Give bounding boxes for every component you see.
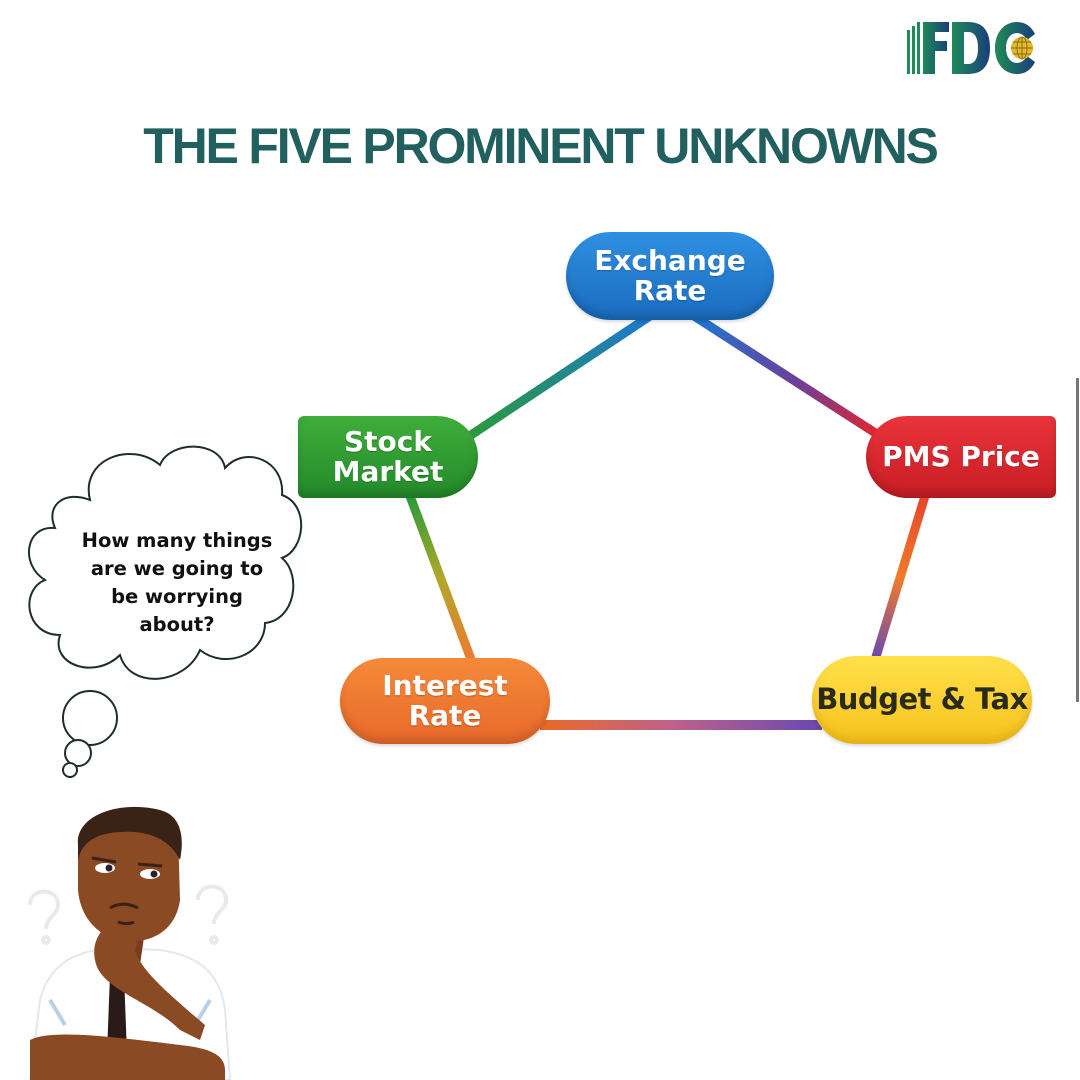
- fdc-logo: [907, 22, 1035, 74]
- node-interest-rate: Interest Rate: [340, 658, 550, 744]
- node-stock-market: Stock Market: [298, 416, 478, 498]
- node-budget-tax: Budget & Tax: [812, 656, 1032, 744]
- question-mark-icon: [196, 884, 229, 945]
- node-label: PMS Price: [882, 439, 1040, 473]
- node-exchange-rate: Exchange Rate: [566, 232, 774, 320]
- node-label: Interest Rate: [382, 668, 508, 732]
- edge-exchange-pms: [691, 312, 883, 440]
- thinking-man-illustration: [28, 806, 232, 1080]
- question-mark-icon: [28, 889, 61, 945]
- globe-icon: [1011, 36, 1033, 60]
- edge-pms-budget: [870, 494, 930, 662]
- node-label: Budget & Tax: [816, 682, 1028, 717]
- page-title: THE FIVE PROMINENT UNKNOWNS: [143, 118, 939, 174]
- node-pms-price: PMS Price: [866, 416, 1056, 498]
- node-label: Stock Market: [332, 424, 444, 488]
- thought-text: How many things are we going to be worry…: [81, 529, 273, 636]
- edge-stock-exchange: [465, 312, 653, 441]
- thought-bubble: [28, 445, 303, 778]
- edge-interest-stock: [405, 494, 477, 664]
- scroll-edge: [1076, 378, 1079, 702]
- thought-bubble-text: How many things are we going to be worry…: [52, 527, 302, 639]
- node-label: Exchange Rate: [594, 243, 746, 307]
